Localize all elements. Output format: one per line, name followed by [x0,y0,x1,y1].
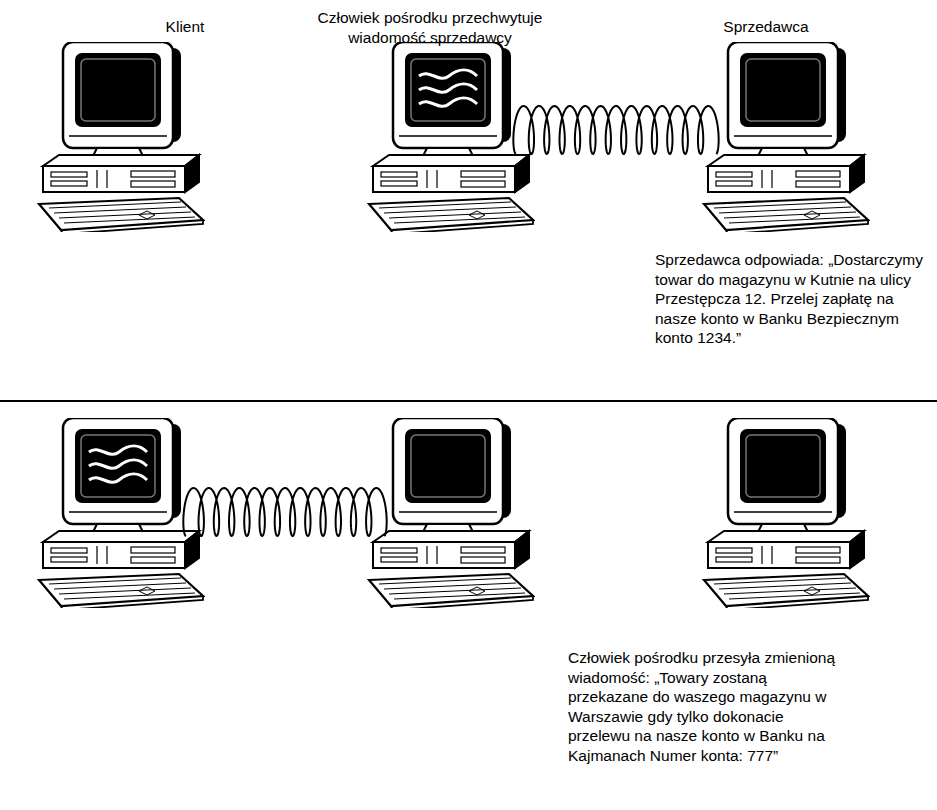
wireless-link [513,106,718,154]
attacker-computer [369,42,533,234]
message-text: Sprzedawca odpowiada: „Dostarczymy towar… [655,250,931,348]
wireless-link [183,488,386,536]
attacker-computer [369,418,533,610]
heading-label: Człowiek pośrodku przechwytuje wiadomość… [295,8,565,47]
client-computer [39,418,203,610]
heading-label: Sprzedawca [676,17,856,37]
screen-waves [89,446,147,482]
screen-waves [419,70,477,106]
message-text: Człowiek pośrodku przesyła zmienioną wia… [568,648,840,765]
seller-computer [704,418,868,610]
seller-computer [704,42,868,234]
divider-line [0,400,937,402]
heading-label: Klient [110,17,260,37]
client-computer [39,42,203,234]
